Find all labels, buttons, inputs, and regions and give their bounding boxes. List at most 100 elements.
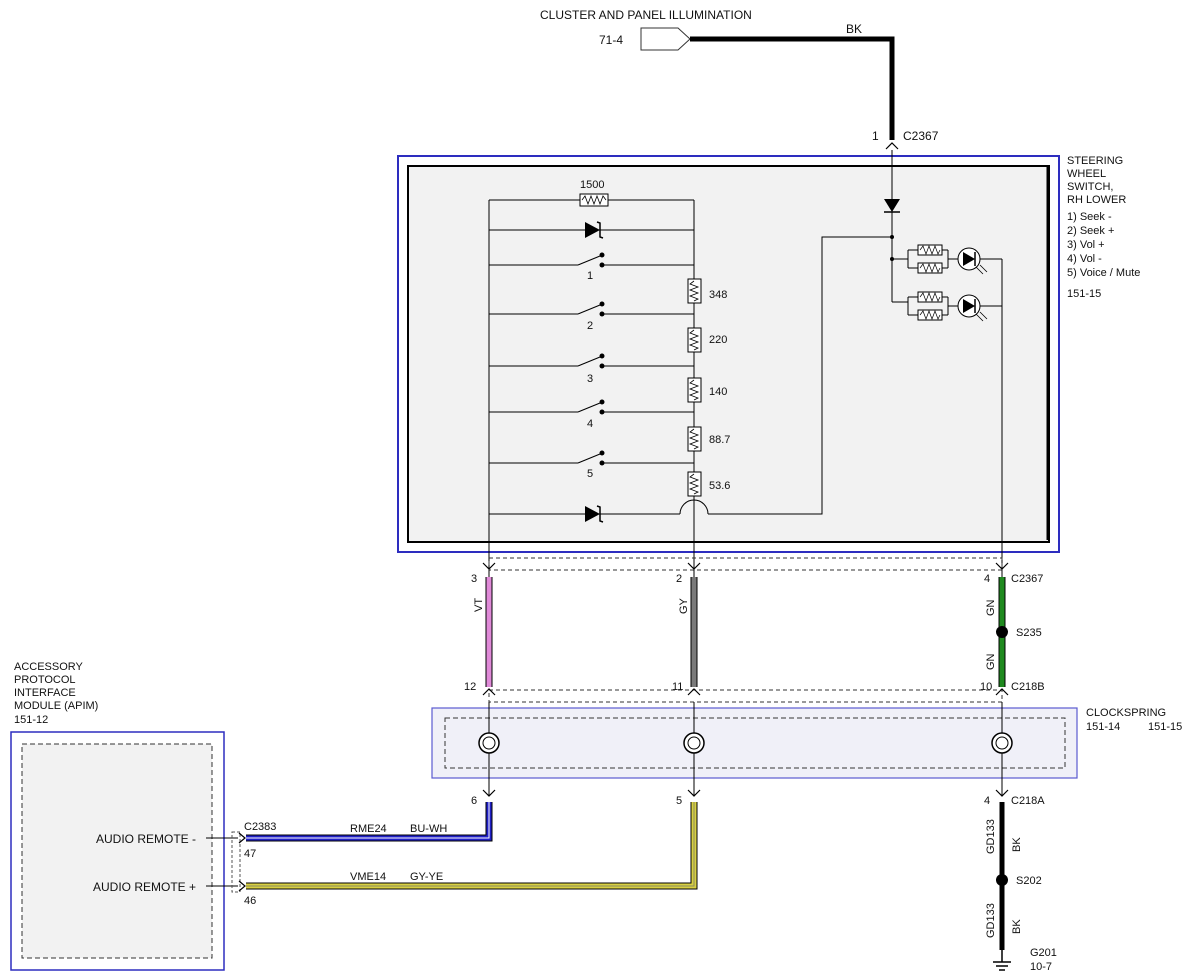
resistor-53-6-icon xyxy=(687,471,702,497)
splice-s202: S202 xyxy=(1016,875,1042,887)
ground-icon xyxy=(993,950,1011,971)
apim-ref: 151-12 xyxy=(14,714,48,726)
clockspring-coil-icon xyxy=(478,732,500,754)
switch-function-2: 2) Seek + xyxy=(1067,225,1114,237)
switch-function-1: 1) Seek - xyxy=(1067,211,1112,223)
switch-num-3: 3 xyxy=(587,373,593,385)
switch-title-1: STEERING xyxy=(1067,155,1123,167)
pin-apim-plus: 46 xyxy=(244,895,256,907)
switch-function-5: 5) Voice / Mute xyxy=(1067,267,1140,279)
chevron-right-icon xyxy=(238,880,246,892)
pin-sw-vt: 3 xyxy=(471,573,477,585)
pin-cs-gy: 11 xyxy=(672,681,683,693)
wire-crossover-icon xyxy=(679,499,709,515)
resistor-348-icon xyxy=(687,278,702,304)
splice-s235-dot xyxy=(996,626,1008,638)
switch-title-2: WHEEL xyxy=(1067,168,1106,180)
connector-chevron-icon xyxy=(885,142,899,150)
pin-csa-gy: 5 xyxy=(676,795,682,807)
switch-num-4: 4 xyxy=(587,418,593,430)
switch-num-1: 1 xyxy=(587,270,593,282)
wire-vme14-color: GY-YE xyxy=(410,871,443,883)
resistor-53-6-label: 53.6 xyxy=(709,480,730,492)
connector-c2383-dashed-box xyxy=(231,831,241,893)
switch-module-body xyxy=(407,165,1050,543)
clockspring-title: CLOCKSPRING xyxy=(1086,707,1166,719)
led-group-2 xyxy=(907,291,1002,322)
wire-gd133-lower-circuit: GD133 xyxy=(985,903,997,938)
chevron-up-icon xyxy=(687,688,701,696)
resistor-348-label: 348 xyxy=(709,289,727,301)
resistor-140-label: 140 xyxy=(709,386,727,398)
resistor-220-icon xyxy=(687,327,702,353)
wire-rme24-color: BU-WH xyxy=(410,823,447,835)
connector-c2367-bottom: C2367 xyxy=(1011,573,1043,585)
chevron-down-icon xyxy=(995,789,1009,797)
chevron-down-icon xyxy=(995,562,1009,570)
connector-c218a: C218A xyxy=(1011,795,1045,807)
diode-icon xyxy=(884,199,900,212)
pin-sw-gn: 4 xyxy=(984,573,990,585)
wire-gy-ye xyxy=(246,802,697,889)
wire-gd133-upper-color: BK xyxy=(1011,837,1023,852)
switch-title-3: SWITCH, xyxy=(1067,181,1113,193)
zener-diode-icon xyxy=(585,222,600,238)
chevron-down-icon xyxy=(482,789,496,797)
apim-title-3: INTERFACE xyxy=(14,687,76,699)
switch-function-3: 3) Vol + xyxy=(1067,239,1105,251)
wire-bk-top xyxy=(690,36,895,140)
chevron-down-icon xyxy=(687,789,701,797)
switch-title-4: RH LOWER xyxy=(1067,194,1126,206)
chevron-up-icon xyxy=(482,688,496,696)
pin-cs-vt: 12 xyxy=(464,681,476,693)
apim-title-1: ACCESSORY xyxy=(14,661,84,673)
connector-c218b: C218B xyxy=(1011,681,1045,693)
pin-top: 1 xyxy=(872,129,879,143)
chevron-down-icon xyxy=(687,562,701,570)
resistor-1500-label: 1500 xyxy=(580,179,604,191)
switch-row-4 xyxy=(489,399,694,415)
apim-audio-remote-plus: AUDIO REMOTE + xyxy=(93,880,196,894)
clockspring-ref-1: 151-14 xyxy=(1086,721,1120,733)
resistor-88-7-label: 88.7 xyxy=(709,434,730,446)
pin-csa-vt: 6 xyxy=(471,795,477,807)
wire-label-bk-top: BK xyxy=(846,22,862,36)
connector-c2367-dashed-box xyxy=(488,557,1003,571)
pin-sw-gy: 2 xyxy=(676,573,682,585)
wire-gd133-lower-color: BK xyxy=(1011,919,1023,934)
splice-s235: S235 xyxy=(1016,627,1042,639)
switch-row-5 xyxy=(489,450,694,466)
switch-module-ref: 151-15 xyxy=(1067,288,1101,300)
switch-function-4: 4) Vol - xyxy=(1067,253,1102,265)
switch-num-5: 5 xyxy=(587,468,593,480)
connector-shape-icon xyxy=(640,27,691,51)
wire-vme14-circuit: VME14 xyxy=(350,871,386,883)
connector-c2383: C2383 xyxy=(244,821,276,833)
pin-apim-minus: 47 xyxy=(244,848,256,860)
switch-row-3 xyxy=(489,353,694,369)
wire-label-gn-lower: GN xyxy=(985,653,997,670)
resistor-88-7-icon xyxy=(687,426,702,452)
diagram-title: CLUSTER AND PANEL ILLUMINATION xyxy=(540,8,752,22)
pin-csa-gn: 4 xyxy=(984,795,990,807)
apim-audio-remote-minus: AUDIO REMOTE - xyxy=(96,832,196,846)
zener-diode-bottom-icon xyxy=(585,506,600,522)
resistor-140-icon xyxy=(687,377,702,403)
source-ref: 71-4 xyxy=(599,33,623,47)
resistor-220-label: 220 xyxy=(709,334,727,346)
clockspring-coil-icon xyxy=(991,732,1013,754)
switch-row-2 xyxy=(489,301,694,317)
pin-cs-gn: 10 xyxy=(980,681,992,693)
chevron-down-icon xyxy=(482,562,496,570)
wire-label-vt: VT xyxy=(473,598,485,612)
apim-module-body xyxy=(21,743,213,959)
switch-row-1 xyxy=(489,252,694,268)
splice-s202-dot xyxy=(996,874,1008,886)
wire-label-gn-upper: GN xyxy=(985,599,997,616)
ground-name: G201 xyxy=(1030,947,1057,959)
resistor-1500-icon xyxy=(579,193,609,207)
ground-ref: 10-7 xyxy=(1030,961,1052,973)
apim-title-2: PROTOCOL xyxy=(14,674,76,686)
apim-title-4: MODULE (APIM) xyxy=(14,700,98,712)
